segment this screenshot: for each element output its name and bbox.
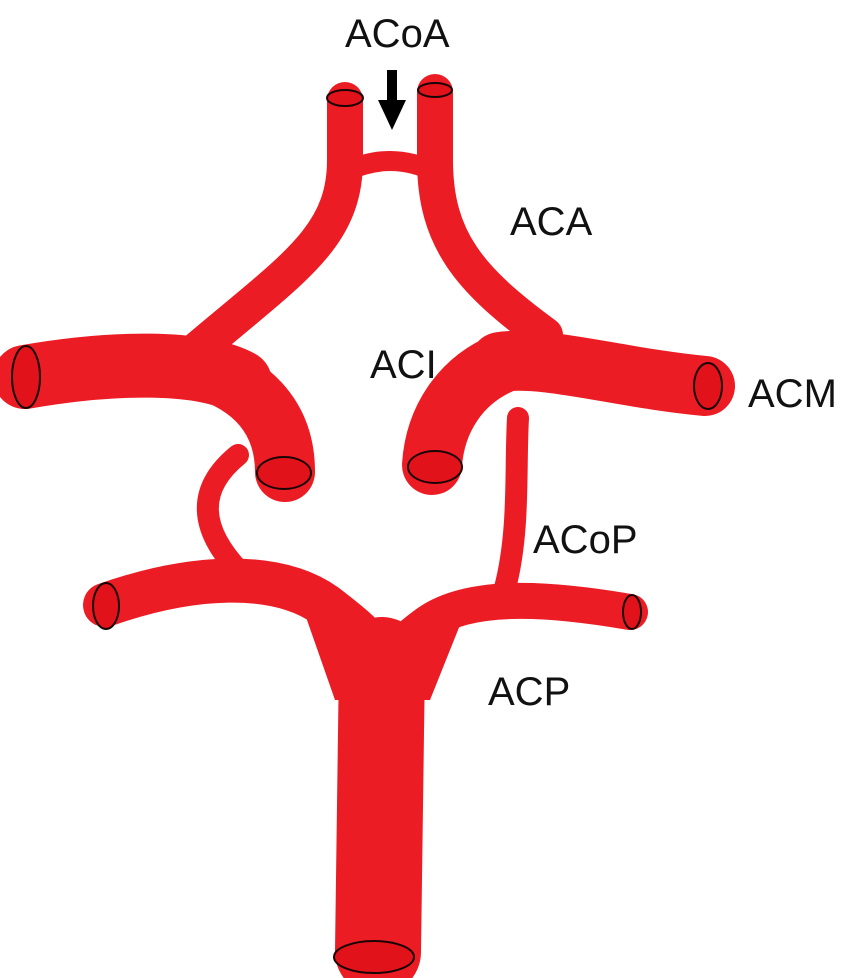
aca-left [185, 100, 345, 360]
arrow-head [378, 100, 406, 130]
acm-left-end [12, 346, 40, 408]
basilar-artery [378, 660, 382, 952]
acm-label: ACM [748, 374, 837, 414]
aci-right [432, 362, 505, 465]
aca-label: ACA [510, 202, 592, 242]
acop-label: ACoP [533, 520, 638, 560]
acoa-label: ACoA [345, 14, 450, 54]
acoa-arrow [378, 70, 406, 130]
acp-label: ACP [488, 672, 570, 712]
acp-right-end [623, 595, 641, 629]
acm-right-end [694, 363, 722, 409]
acoa-vessel [345, 161, 435, 172]
aci-left-end [257, 457, 311, 489]
acp-left-end [93, 583, 119, 629]
basilar-end [334, 941, 414, 973]
aci-right-end [408, 451, 462, 483]
aca-left-end [327, 90, 363, 106]
acop-right [505, 418, 518, 588]
aca-right-end [418, 83, 452, 97]
acop-left [208, 455, 240, 572]
aci-label: ACI [370, 345, 437, 385]
